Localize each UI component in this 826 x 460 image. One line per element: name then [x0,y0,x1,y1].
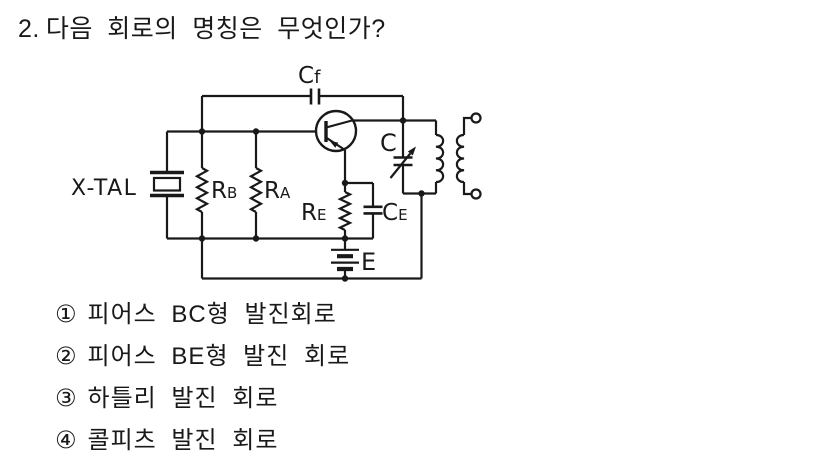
battery-label: E [361,248,376,276]
transformer-symbol [434,112,482,200]
transistor-collector-lead [325,119,353,129]
option-1: ① 피어스 BC형 발진회로 [55,300,350,330]
transistor-icon [314,109,358,153]
secondary-lead-wires [462,116,472,196]
option-4: ④ 콜피츠 발진 회로 [55,426,350,456]
junction-dot [198,128,206,135]
junction-dots [198,117,425,282]
variable-capacitor-symbol [389,146,416,179]
ce-label: CE [382,200,408,226]
crystal-label: X-TAL [71,176,137,201]
option-2: ② 피어스 BE형 발진 회로 [55,342,350,372]
option-3-marker: ③ [55,385,78,412]
capacitor-cf-symbol [309,88,321,105]
tank-capacitor-label: C [380,129,397,157]
variable-capacitor-plates [393,156,413,167]
junction-dot [341,179,349,187]
option-1-label: 피어스 BC형 발진회로 [87,301,337,328]
question-text: 다음 회로의 명칭은 무엇인가? [45,15,386,43]
junction-dot [341,235,349,242]
tank-branch-wire [401,96,436,279]
option-3: ③ 하틀리 발진 회로 [55,384,350,414]
battery-short-plates [337,254,353,272]
option-1-marker: ① [55,301,78,328]
junction-dot [341,275,349,282]
question-title: 2.다음 회로의 명칭은 무엇인가? [18,9,386,45]
junction-dot [252,235,260,242]
secondary-coil [455,133,465,184]
battery-symbol [331,238,359,279]
question-number: 2. [18,15,40,43]
option-4-label: 콜피츠 발진 회로 [87,427,279,454]
re-label: RE [301,200,326,226]
option-3-label: 하틀리 발진 회로 [87,385,279,412]
option-4-marker: ④ [55,427,78,454]
output-terminal-bottom [470,188,482,200]
resistor-rb [194,167,210,213]
wires [165,94,436,280]
cf-label: Cf [298,63,321,89]
ra-label: RA [264,178,291,204]
variable-capacitor-arrowhead [407,146,416,156]
resistor-re [337,191,353,231]
rb-label: RB [211,178,237,204]
option-2-marker: ② [55,343,78,370]
component-labels: X-TAL Cf RB RA RE CE C E [71,63,408,276]
crystal-symbol [150,170,184,198]
junction-dot [198,235,206,242]
primary-coil [435,133,445,184]
battery-long-plates [331,248,359,264]
transistor-body [314,109,358,153]
crystal-plates [150,170,184,198]
resistor-ra [248,167,264,213]
capacitor-ce-symbol [345,181,383,239]
junction-dot [418,190,425,197]
ce-branch-wire [345,181,375,239]
junction-dot [252,128,260,135]
output-terminal-top [470,112,482,124]
crystal-body [152,176,182,192]
ce-plates [363,205,383,215]
junction-dot [399,117,407,124]
option-2-label: 피어스 BE형 발진 회로 [87,343,351,370]
variable-capacitor-arrow-line [389,152,412,179]
emitter-arrow [329,140,339,148]
